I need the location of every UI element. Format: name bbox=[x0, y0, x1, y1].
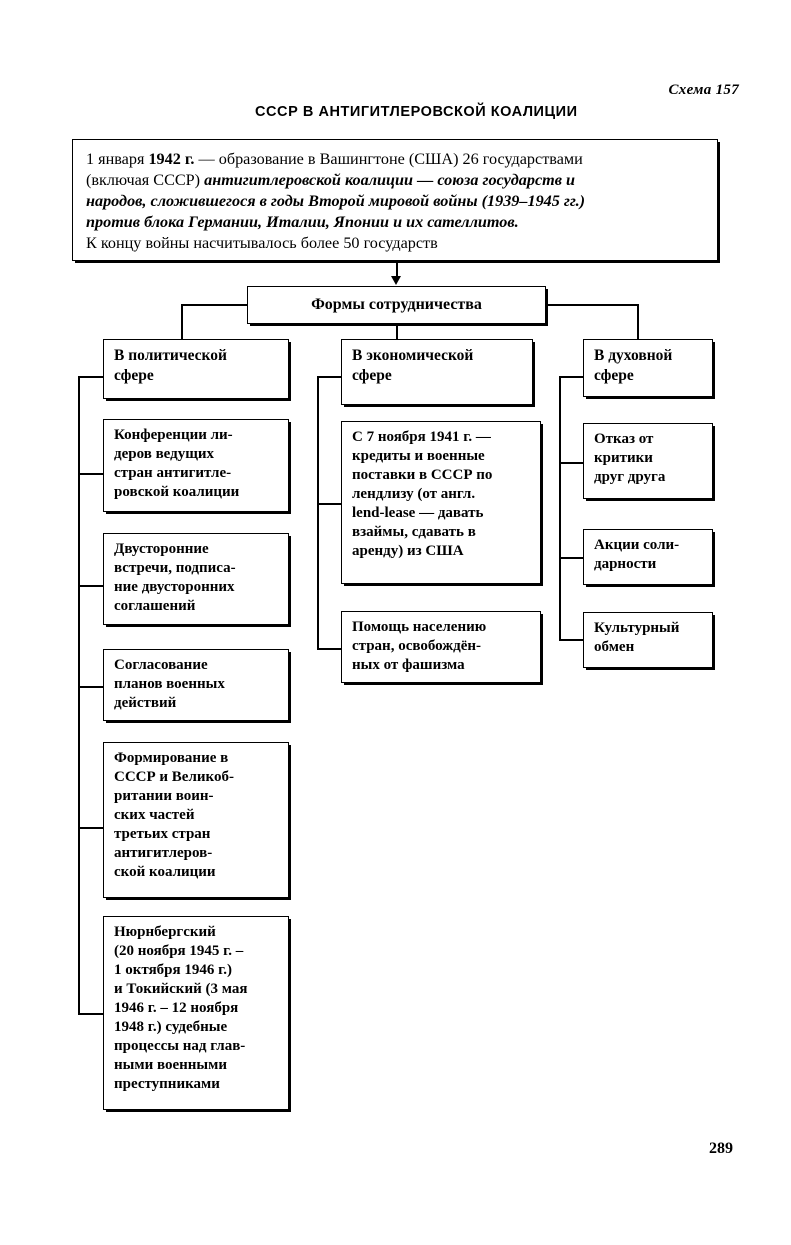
economic-item-aid-to-liberated-populations: Помощь населению стран, освобождён- ных … bbox=[341, 611, 541, 683]
intro-line-2: (включая СССР) антигитлеровской коалиции… bbox=[86, 171, 576, 190]
sphere-heading-political-line-2: сфере bbox=[114, 366, 154, 384]
economic-trunk-line bbox=[317, 376, 319, 649]
sphere-heading-spiritual: В духовной сфере bbox=[583, 339, 713, 397]
political-trunk-line bbox=[78, 376, 80, 1014]
intro-definition-box: 1 января 1942 г. — образование в Вашингт… bbox=[72, 139, 718, 261]
connector-root-to-economic-v bbox=[396, 323, 398, 340]
spiritual-stub-item-3 bbox=[559, 639, 584, 641]
sphere-heading-spiritual-line-2: сфере bbox=[594, 366, 634, 384]
sphere-heading-economic: В экономической сфере bbox=[341, 339, 533, 405]
economic-stub-head bbox=[317, 376, 342, 378]
root-node-label: Формы сотрудничества bbox=[311, 295, 482, 313]
connector-intro-to-root bbox=[396, 261, 398, 278]
political-item-formation-of-units: Формирование в СССР и Великоб- ритании в… bbox=[103, 742, 289, 898]
political-stub-item-2 bbox=[78, 585, 104, 587]
connector-root-to-political-h bbox=[181, 304, 248, 306]
political-item-conferences: Конференции ли- деров ведущих стран анти… bbox=[103, 419, 289, 512]
spiritual-item-refusal-of-criticism: Отказ от критики друг друга bbox=[583, 423, 713, 499]
political-item-bilateral-meetings: Двусторонние встречи, подписа- ние двуст… bbox=[103, 533, 289, 625]
spiritual-stub-item-2 bbox=[559, 557, 584, 559]
spiritual-stub-item-1 bbox=[559, 462, 584, 464]
arrowhead-into-root bbox=[391, 276, 401, 285]
scheme-number: Схема 157 bbox=[668, 82, 739, 98]
intro-line-5: К концу войны насчитывалось более 50 гос… bbox=[86, 234, 438, 253]
economic-item-lend-lease: С 7 ноября 1941 г. — кредиты и военные п… bbox=[341, 421, 541, 584]
sphere-heading-political-line-1: В политической bbox=[114, 347, 227, 364]
connector-root-to-spiritual-h bbox=[545, 304, 639, 306]
political-stub-item-4 bbox=[78, 827, 104, 829]
sphere-heading-political: В политической сфере bbox=[103, 339, 289, 399]
spiritual-item-cultural-exchange: Культурный обмен bbox=[583, 612, 713, 668]
political-stub-item-3 bbox=[78, 686, 104, 688]
political-item-coordination-of-plans: Согласование планов военных действий bbox=[103, 649, 289, 721]
political-stub-head bbox=[78, 376, 104, 378]
economic-stub-item-2 bbox=[317, 648, 342, 650]
connector-root-to-spiritual-v bbox=[637, 304, 639, 340]
connector-root-to-political-v bbox=[181, 304, 183, 340]
spiritual-trunk-line bbox=[559, 376, 561, 640]
page-number: 289 bbox=[709, 1140, 733, 1157]
political-item-nuremberg-tokyo-trials: Нюрнбергский (20 ноября 1945 г. – 1 октя… bbox=[103, 916, 289, 1110]
sphere-heading-spiritual-line-1: В духовной bbox=[594, 347, 673, 364]
spiritual-stub-head bbox=[559, 376, 584, 378]
political-stub-item-5 bbox=[78, 1013, 104, 1015]
intro-line-4: против блока Германии, Италии, Японии и … bbox=[86, 213, 519, 232]
page-title: СССР В АНТИГИТЛЕРОВСКОЙ КОАЛИЦИИ bbox=[255, 104, 578, 120]
political-stub-item-1 bbox=[78, 473, 104, 475]
sphere-heading-economic-line-1: В экономической bbox=[352, 347, 474, 364]
sphere-heading-economic-line-2: сфере bbox=[352, 366, 392, 384]
economic-stub-item-1 bbox=[317, 503, 342, 505]
root-node-forms-of-cooperation: Формы сотрудничества bbox=[247, 286, 546, 324]
intro-line-3: народов, сложившегося в годы Второй миро… bbox=[86, 192, 586, 211]
spiritual-item-solidarity-actions: Акции соли- дарности bbox=[583, 529, 713, 585]
intro-line-1: 1 января 1942 г. — образование в Вашингт… bbox=[86, 150, 583, 168]
